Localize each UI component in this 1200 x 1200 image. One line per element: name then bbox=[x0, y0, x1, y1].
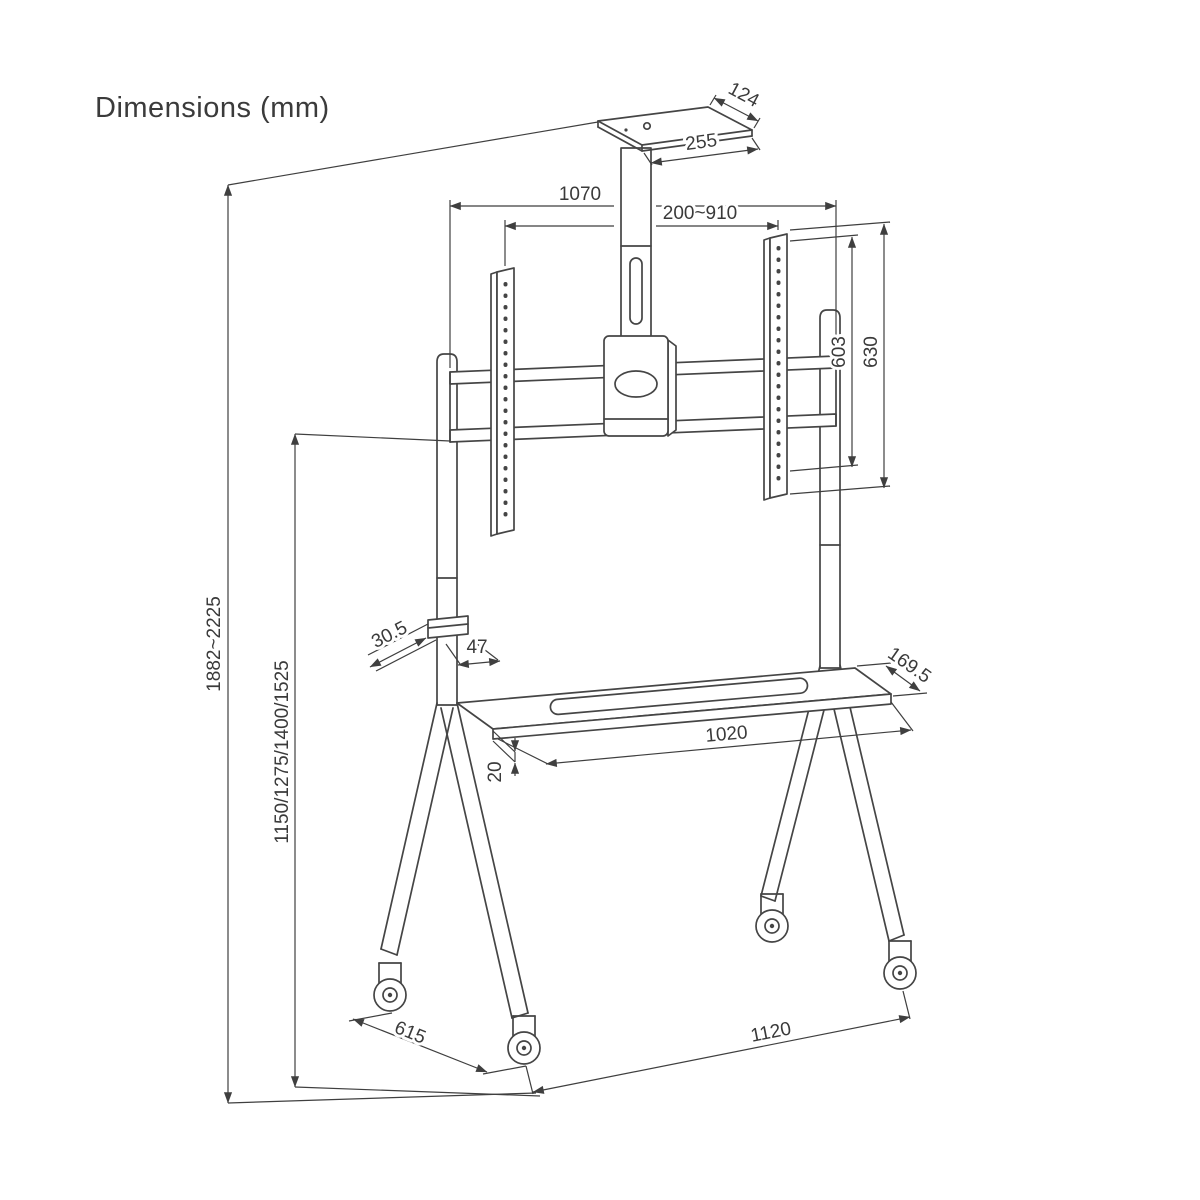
dim-shelf-depth: 169.5 bbox=[884, 643, 935, 687]
vesa-rail-right bbox=[763, 233, 788, 501]
dim-rail-height-outer: 630 bbox=[861, 336, 882, 368]
center-bracket bbox=[603, 335, 677, 437]
dim-rail-height-inner: 603 bbox=[829, 336, 850, 368]
vesa-rail-left bbox=[490, 267, 515, 537]
tv-stand-drawing bbox=[373, 106, 917, 1065]
pole bbox=[620, 147, 652, 343]
dim-hook-depth: 30.5 bbox=[368, 617, 410, 653]
hook-detail bbox=[427, 615, 469, 639]
dim-overall-height: 1882~2225 bbox=[204, 596, 225, 692]
shelf-slot bbox=[549, 677, 809, 716]
pole-slot bbox=[629, 257, 643, 325]
left-upright bbox=[436, 353, 458, 706]
caster-front-left bbox=[373, 962, 407, 1012]
bracket-hole bbox=[614, 370, 658, 398]
dim-shelf-thickness: 20 bbox=[485, 761, 506, 782]
dim-display-heights: 1150/1275/1400/1525 bbox=[272, 660, 293, 844]
dim-crossbar-width: 1070 bbox=[559, 184, 601, 205]
front-left-leg bbox=[380, 702, 454, 956]
dim-top-plate-width: 255 bbox=[684, 130, 718, 155]
top-plate bbox=[597, 106, 753, 152]
caster-front-right bbox=[755, 893, 789, 943]
rear-right-leg bbox=[824, 664, 905, 942]
dim-base-depth: 615 bbox=[391, 1017, 428, 1048]
plate-hole bbox=[642, 121, 652, 131]
dim-base-width: 1120 bbox=[749, 1018, 793, 1046]
plate-pin bbox=[624, 128, 628, 132]
caster-rear-right bbox=[883, 940, 917, 990]
right-upright bbox=[819, 309, 841, 669]
dim-shelf-width: 1020 bbox=[705, 722, 749, 747]
caster-rear-left bbox=[507, 1015, 541, 1065]
dim-vesa-range: 200~910 bbox=[663, 203, 738, 224]
dim-hook-width: 47 bbox=[466, 637, 487, 658]
page-title: Dimensions (mm) bbox=[95, 92, 330, 124]
shelf bbox=[456, 667, 892, 740]
